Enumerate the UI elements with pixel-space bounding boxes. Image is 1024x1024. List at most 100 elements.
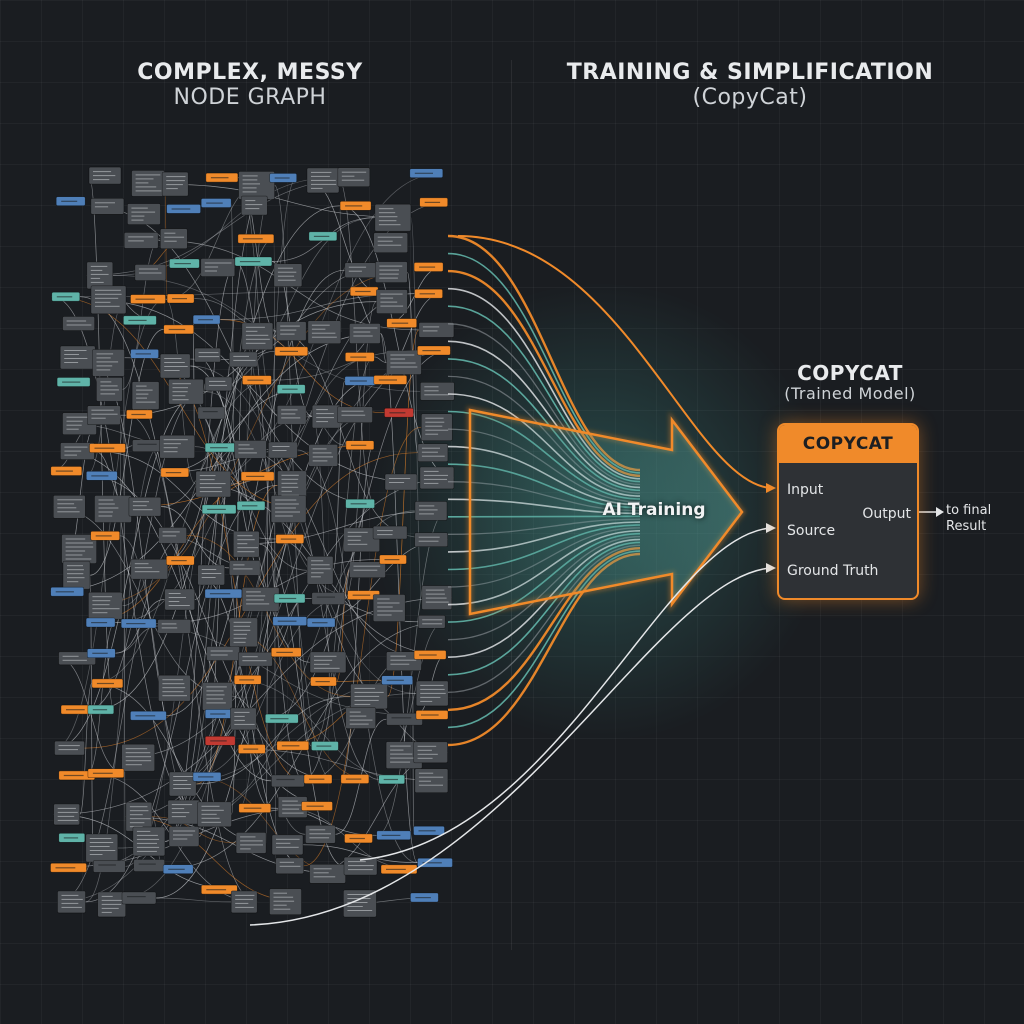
graph-node[interactable] xyxy=(50,586,85,597)
graph-node[interactable] xyxy=(414,532,449,548)
graph-node[interactable] xyxy=(340,774,370,784)
graph-node[interactable] xyxy=(194,347,221,363)
graph-node[interactable] xyxy=(192,314,221,325)
graph-node[interactable] xyxy=(87,768,125,779)
graph-node[interactable] xyxy=(62,316,95,331)
graph-node[interactable] xyxy=(343,527,381,553)
graph-node[interactable] xyxy=(344,376,377,386)
graph-node[interactable] xyxy=(228,560,261,576)
graph-node[interactable] xyxy=(168,378,204,405)
graph-node[interactable] xyxy=(204,588,243,599)
graph-node[interactable] xyxy=(374,203,412,232)
graph-node[interactable] xyxy=(372,594,406,622)
graph-node[interactable] xyxy=(96,377,123,402)
graph-node[interactable] xyxy=(270,495,307,523)
graph-node[interactable] xyxy=(414,501,448,521)
graph-node[interactable] xyxy=(234,256,273,267)
graph-node[interactable] xyxy=(307,320,342,345)
graph-node[interactable] xyxy=(57,890,86,914)
graph-node[interactable] xyxy=(269,173,298,183)
graph-node[interactable] xyxy=(417,345,451,356)
graph-node[interactable] xyxy=(308,231,338,242)
graph-node[interactable] xyxy=(414,768,449,794)
graph-node[interactable] xyxy=(161,171,189,197)
input-port[interactable]: Input xyxy=(787,482,824,498)
graph-node[interactable] xyxy=(275,534,305,544)
graph-node[interactable] xyxy=(417,443,449,463)
graph-node[interactable] xyxy=(54,740,85,756)
graph-node[interactable] xyxy=(337,406,373,424)
graph-node[interactable] xyxy=(235,832,267,854)
graph-node[interactable] xyxy=(350,683,388,710)
graph-node[interactable] xyxy=(311,592,346,605)
graph-node[interactable] xyxy=(274,346,309,357)
graph-node[interactable] xyxy=(167,799,201,825)
graph-node[interactable] xyxy=(197,801,232,828)
graph-node[interactable] xyxy=(134,264,167,281)
graph-node[interactable] xyxy=(303,774,333,784)
graph-node[interactable] xyxy=(238,803,272,813)
graph-node[interactable] xyxy=(130,348,159,359)
graph-node[interactable] xyxy=(87,648,116,659)
graph-node[interactable] xyxy=(301,801,333,811)
graph-node[interactable] xyxy=(132,826,166,857)
graph-node[interactable] xyxy=(51,291,81,302)
graph-node[interactable] xyxy=(127,203,161,225)
graph-node[interactable] xyxy=(201,504,237,515)
graph-node[interactable] xyxy=(205,172,239,183)
graph-node[interactable] xyxy=(197,564,225,586)
graph-node[interactable] xyxy=(311,741,339,751)
graph-node[interactable] xyxy=(130,558,169,580)
graph-node[interactable] xyxy=(273,593,306,604)
graph-node[interactable] xyxy=(415,710,449,720)
graph-node[interactable] xyxy=(414,288,443,299)
source-port[interactable]: Source xyxy=(787,523,836,539)
graph-node[interactable] xyxy=(305,824,336,844)
graph-node[interactable] xyxy=(163,324,194,335)
graph-node[interactable] xyxy=(93,860,126,873)
graph-node[interactable] xyxy=(385,741,423,769)
graph-node[interactable] xyxy=(386,651,422,672)
graph-node[interactable] xyxy=(310,676,337,687)
graph-node[interactable] xyxy=(168,771,197,797)
graph-node[interactable] xyxy=(56,377,91,387)
graph-node[interactable] xyxy=(131,170,165,197)
graph-node[interactable] xyxy=(97,891,126,918)
graph-node[interactable] xyxy=(308,444,339,467)
graph-node[interactable] xyxy=(413,741,448,764)
graph-node[interactable] xyxy=(417,857,453,868)
graph-node[interactable] xyxy=(419,197,449,208)
graph-node[interactable] xyxy=(420,413,453,442)
graph-node[interactable] xyxy=(92,349,125,377)
graph-node[interactable] xyxy=(158,527,187,544)
graph-node[interactable] xyxy=(87,704,115,715)
graph-node[interactable] xyxy=(378,774,406,785)
graph-node[interactable] xyxy=(202,682,233,711)
graph-node[interactable] xyxy=(88,591,123,620)
graph-node[interactable] xyxy=(50,466,83,476)
graph-node[interactable] xyxy=(133,859,165,872)
graph-node[interactable] xyxy=(379,554,407,565)
graph-node[interactable] xyxy=(60,442,95,460)
graph-node[interactable] xyxy=(275,857,305,875)
graph-node[interactable] xyxy=(166,555,195,566)
graph-node[interactable] xyxy=(238,171,275,200)
graph-node[interactable] xyxy=(90,198,125,215)
graph-node[interactable] xyxy=(306,617,336,628)
graph-node[interactable] xyxy=(384,407,414,418)
graph-node[interactable] xyxy=(372,525,408,540)
graph-node[interactable] xyxy=(90,285,127,315)
graph-node[interactable] xyxy=(230,707,257,731)
graph-node[interactable] xyxy=(86,470,118,481)
graph-node[interactable] xyxy=(374,261,408,283)
graph-node[interactable] xyxy=(121,891,157,905)
graph-node[interactable] xyxy=(345,440,375,451)
graph-node[interactable] xyxy=(91,678,124,689)
graph-node[interactable] xyxy=(241,322,274,351)
graph-node[interactable] xyxy=(130,710,167,721)
graph-node[interactable] xyxy=(206,646,240,661)
graph-node[interactable] xyxy=(58,770,96,781)
graph-node[interactable] xyxy=(373,375,408,385)
graph-node[interactable] xyxy=(238,744,266,754)
graph-node[interactable] xyxy=(195,470,232,498)
